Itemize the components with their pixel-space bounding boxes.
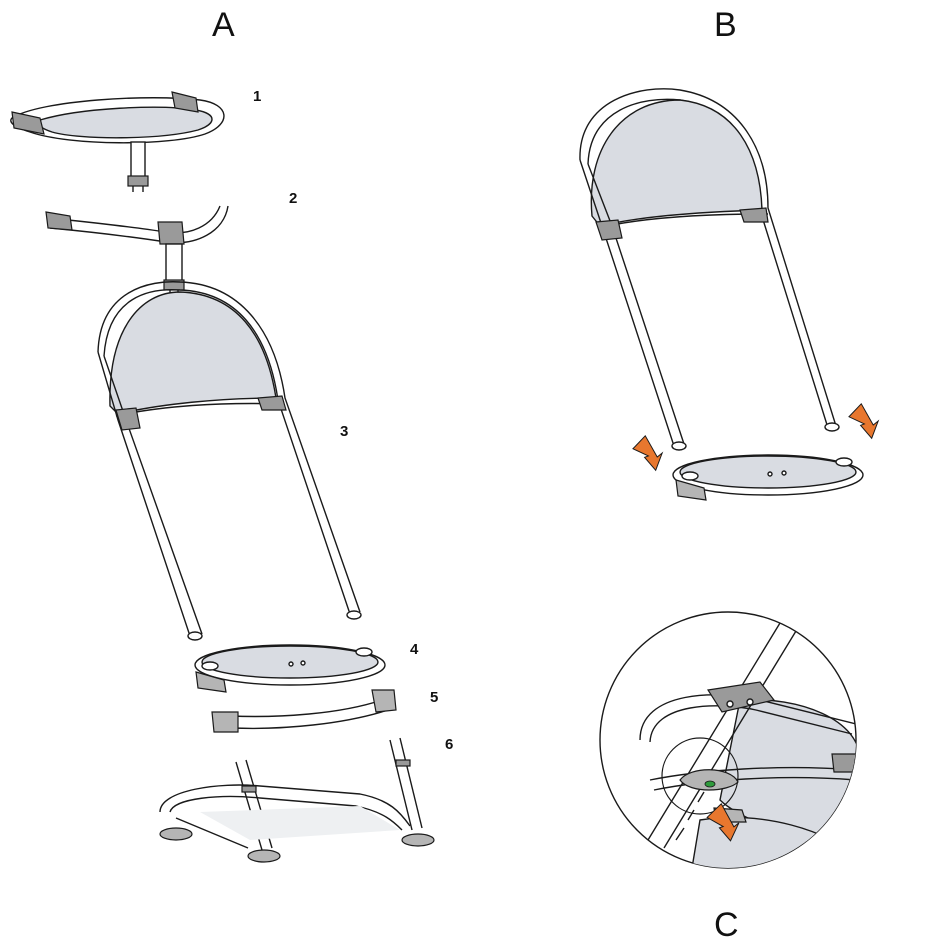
- up-arrow-icon: [630, 432, 667, 475]
- panel-b-backrest: [580, 89, 839, 450]
- part-6-base: [160, 738, 434, 862]
- lock-indicator-icon: [705, 781, 715, 787]
- panel-b-seat: [673, 455, 863, 500]
- part-3-backrest-frame: [98, 282, 361, 640]
- panel-c-detail: [600, 600, 860, 880]
- part-1-tray: [11, 92, 224, 192]
- part-4-seat: [195, 645, 385, 692]
- up-arrow-icon: [846, 400, 883, 443]
- part-5-footrest: [212, 690, 396, 732]
